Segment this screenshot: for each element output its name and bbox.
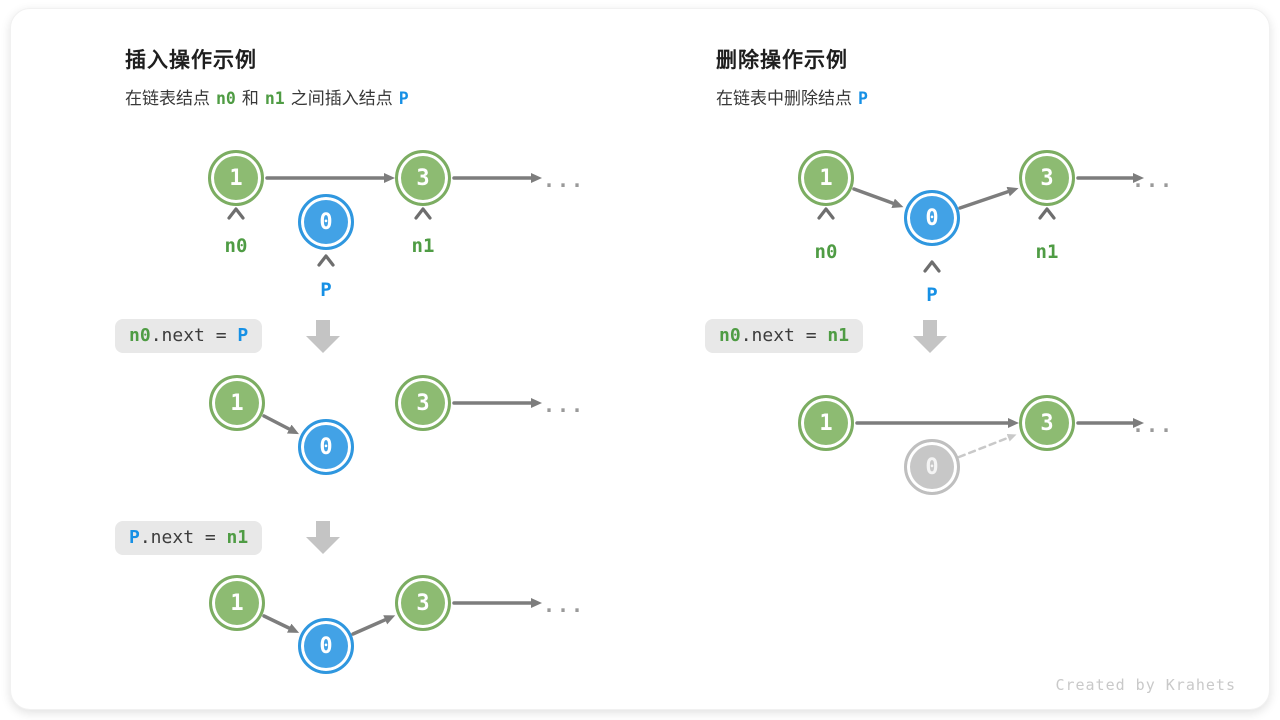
node-p: 0 — [298, 194, 354, 250]
right-panel-subtitle: 在链表中删除结点 P — [716, 84, 874, 109]
node-3: 3 — [395, 375, 451, 431]
node-1: 1 — [209, 575, 265, 631]
pointer-label-n1: n1 — [1035, 241, 1059, 263]
ellipsis: ... — [542, 168, 586, 192]
subtitle-token-p: P — [398, 89, 409, 108]
subtitle-text: 在链表结点 — [125, 89, 210, 108]
code-token-mid: .next = — [139, 527, 227, 548]
subtitle-text: 之间插入结点 — [290, 89, 393, 108]
ellipsis: ... — [1131, 168, 1175, 192]
node-p: 0 — [298, 618, 354, 674]
node-3: 3 — [395, 150, 451, 206]
pointer-label-p: P — [320, 279, 332, 301]
pointer-label-n1: n1 — [411, 235, 435, 257]
node-1: 1 — [798, 395, 854, 451]
code-token-mid: .next = — [740, 325, 828, 346]
code-box-n0-next-p: n0.next = P — [115, 319, 263, 353]
node-3: 3 — [395, 575, 451, 631]
subtitle-token-p: P — [858, 89, 868, 108]
subtitle-token-n1: n1 — [264, 89, 285, 108]
pointer-label-p: P — [926, 284, 938, 306]
watermark: Created by Krahets — [1055, 676, 1236, 694]
code-token-lhs: n0 — [719, 325, 741, 346]
right-panel-title: 删除操作示例 — [716, 49, 848, 72]
left-panel-title: 插入操作示例 — [125, 49, 257, 72]
pointer-label-n0: n0 — [814, 241, 838, 263]
code-box-n0-next-n1: n0.next = n1 — [705, 319, 864, 353]
subtitle-token-n0: n0 — [216, 89, 236, 108]
code-box-p-next-n1: P.next = n1 — [115, 521, 263, 555]
subtitle-text: 和 — [241, 89, 259, 108]
pointer-label-n0: n0 — [224, 235, 248, 257]
subtitle-text: 在链表中删除结点 — [716, 89, 852, 108]
code-token-rhs: n1 — [226, 527, 249, 548]
node-1: 1 — [798, 150, 854, 206]
code-token-lhs: n0 — [129, 325, 151, 346]
node-p: 0 — [298, 419, 354, 475]
node-p: 0 — [904, 190, 960, 246]
code-token-rhs: P — [237, 325, 249, 346]
ellipsis: ... — [1131, 413, 1175, 437]
node-1: 1 — [208, 150, 264, 206]
node-3: 3 — [1019, 395, 1075, 451]
code-token-lhs: P — [129, 527, 140, 548]
node-1: 1 — [209, 375, 265, 431]
code-token-mid: .next = — [150, 325, 238, 346]
node-p-removed: 0 — [904, 439, 960, 495]
ellipsis: ... — [542, 593, 586, 617]
ellipsis: ... — [542, 393, 586, 417]
left-panel-subtitle: 在链表结点 n0 和 n1 之间插入结点 P — [125, 84, 415, 109]
figure-card — [10, 8, 1270, 710]
node-3: 3 — [1019, 150, 1075, 206]
code-token-rhs: n1 — [827, 325, 850, 346]
